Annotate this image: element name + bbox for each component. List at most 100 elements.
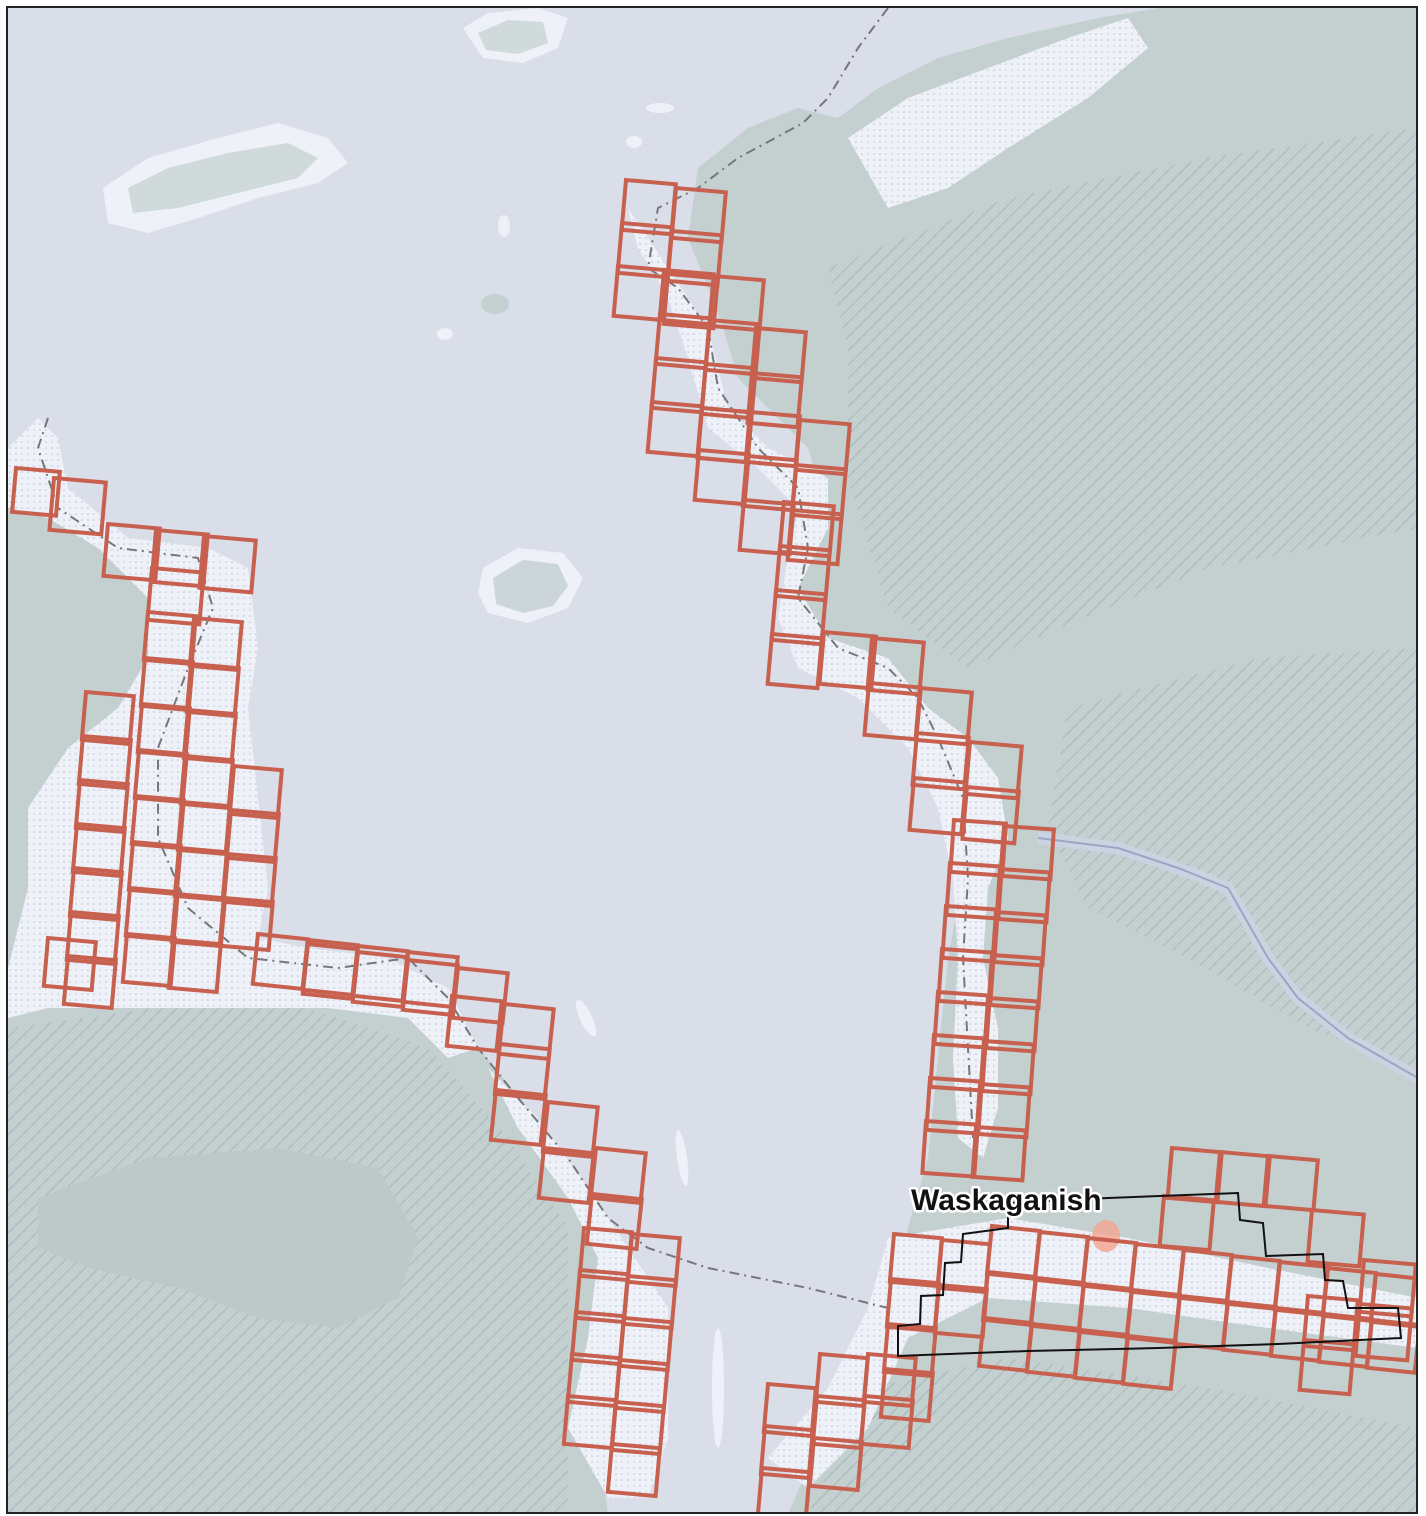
islet-6: [575, 999, 597, 1037]
grid-cell: [621, 1273, 678, 1331]
west-highland: [38, 1148, 418, 1328]
grid-cell: [994, 866, 1053, 925]
grid-cell: [1157, 1193, 1216, 1253]
grid-cell: [9, 465, 62, 518]
grid-cell: [1353, 1301, 1414, 1363]
grid-cell: [699, 361, 758, 421]
east-forest-3: [808, 1358, 1416, 1512]
islet-4: [646, 103, 674, 113]
grid-cell: [588, 1145, 648, 1206]
island-middle-core: [493, 560, 568, 613]
grid-cell: [773, 543, 832, 603]
grid-cell: [47, 475, 108, 537]
settlement-area: [1092, 1220, 1120, 1252]
grid-cell: [707, 273, 766, 333]
grid-cell: [1357, 1257, 1416, 1319]
grid-cell: [197, 533, 258, 595]
grid-cell: [67, 865, 124, 923]
islet-3: [437, 328, 453, 340]
grid-cell: [73, 777, 130, 835]
grid-cell: [492, 1041, 552, 1102]
east-tidal-flat: [628, 208, 1008, 1158]
islet-5: [626, 136, 642, 148]
grid-cell: [41, 935, 98, 993]
place-label-waskaganish: Waskaganish: [911, 1184, 1102, 1217]
grid-cell: [665, 228, 724, 288]
grid-cell: [1261, 1153, 1320, 1213]
grid-cell: [617, 1315, 674, 1373]
grid-cell: [488, 1087, 548, 1148]
grid-cell: [881, 1321, 938, 1379]
grid-cell: [70, 821, 127, 879]
grid-cell: [76, 733, 133, 791]
island-north-core: [478, 20, 548, 54]
grid-cell: [970, 1124, 1029, 1183]
island-large-core: [128, 143, 318, 213]
grid-cell: [858, 1393, 915, 1451]
grid-cell: [749, 325, 808, 385]
grid-cell: [496, 1001, 556, 1062]
grid-cell: [218, 895, 275, 953]
grid-cell: [960, 784, 1021, 846]
grid-cell: [64, 909, 121, 967]
islet-8: [712, 1328, 724, 1448]
grid-cell: [145, 565, 206, 627]
map-frame[interactable]: Waskaganish: [6, 6, 1418, 1514]
grid-cell: [982, 995, 1041, 1054]
grid-cell: [605, 1441, 662, 1499]
grid-cell: [793, 417, 852, 477]
grid-cell: [1120, 1333, 1178, 1391]
grid-cell: [878, 1366, 935, 1424]
grid-cell: [755, 1465, 812, 1512]
grid-cell: [101, 521, 162, 583]
east-river-edge: [1037, 837, 1416, 1079]
grid-cell: [149, 527, 210, 589]
islet-7: [675, 1130, 689, 1186]
grid-cell: [227, 763, 284, 821]
grid-cell: [1305, 1207, 1366, 1269]
islet-1: [481, 294, 509, 314]
grid-cell: [221, 851, 278, 909]
west-tidal-flat: [8, 418, 478, 1058]
grid-cell: [1301, 1293, 1360, 1353]
community-boundary: [897, 1191, 1403, 1358]
grid-cell: [613, 1357, 670, 1415]
grid-cell: [861, 1351, 918, 1409]
grid-cell: [79, 689, 136, 747]
grid-cell: [785, 507, 844, 567]
grid-cell: [986, 952, 1045, 1011]
grid-cell: [990, 909, 1049, 968]
grid-cell: [540, 1099, 600, 1160]
east-forest-2: [1048, 648, 1416, 1068]
grid-cell: [661, 271, 720, 331]
islet-2: [498, 215, 510, 237]
grid-cell: [1364, 1317, 1416, 1375]
grid-cell: [669, 185, 728, 245]
grid-cell: [777, 499, 836, 559]
grid-cell: [745, 370, 804, 430]
grid-cell: [609, 1399, 666, 1457]
grid-cell: [998, 823, 1057, 882]
grid-cell: [769, 587, 828, 647]
grid-cell: [703, 317, 762, 377]
grid-cell: [913, 685, 974, 747]
grid-cell: [450, 965, 510, 1026]
north-east-tidal-flat: [848, 18, 1148, 208]
grid-cell: [625, 1231, 682, 1289]
grid-cell: [444, 993, 504, 1054]
grid-cell: [584, 1191, 644, 1252]
grid-cells: [9, 177, 1416, 1512]
grid-cell: [963, 739, 1024, 801]
grid-cell: [807, 1435, 864, 1493]
grid-cell: [974, 1081, 1033, 1140]
grid-cell: [789, 462, 848, 522]
east-forest-1: [828, 128, 1416, 668]
grid-cell: [978, 1038, 1037, 1097]
grid-cell: [166, 937, 223, 995]
grid-cell: [817, 629, 878, 691]
grid-cell: [224, 807, 281, 865]
grid-cell: [865, 635, 926, 697]
map-canvas[interactable]: Waskaganish: [8, 8, 1418, 1514]
grid-cell: [61, 953, 118, 1011]
south-west-tidal-flat: [488, 1068, 668, 1498]
